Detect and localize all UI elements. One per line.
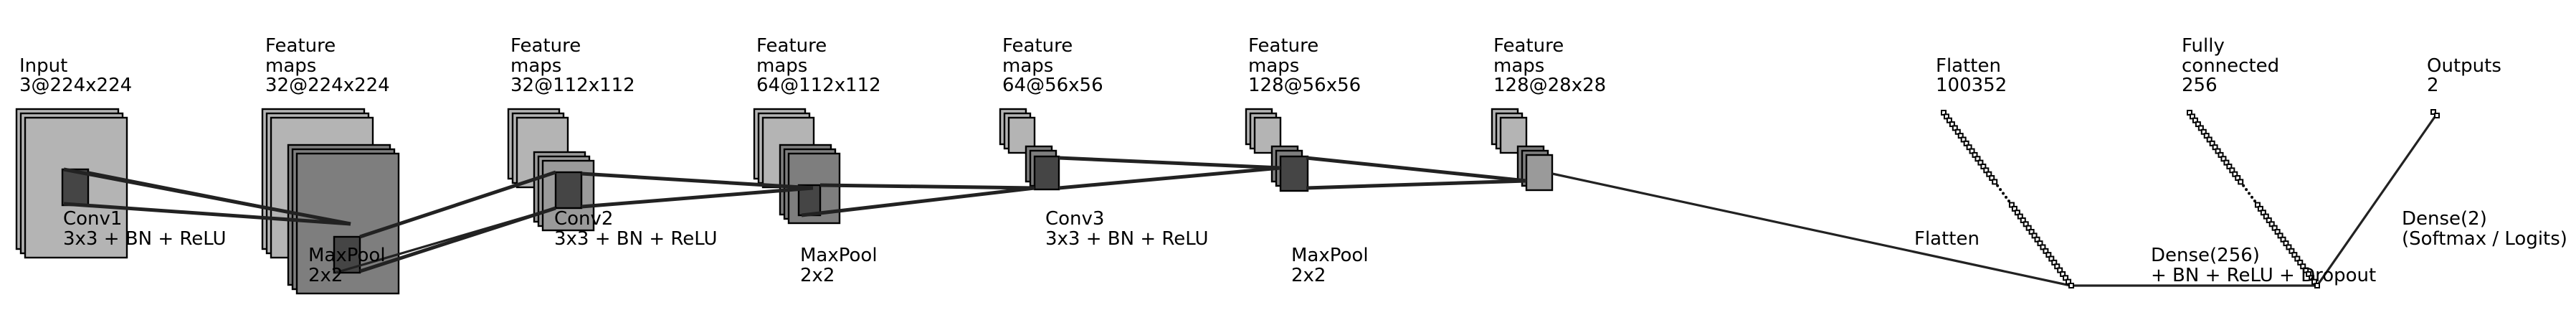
ellipsis-dot (2251, 195, 2254, 199)
op-pool1-detail: 2x2 (308, 265, 343, 286)
layer-shape-fm2: 32@112x112 (510, 75, 635, 96)
kernel-connections (63, 156, 1527, 274)
connection-line (581, 172, 814, 190)
layer-shape-fc: 256 (2182, 75, 2218, 96)
dense-connections (1551, 114, 2438, 287)
layer-shape-fm5: 128@56x56 (1248, 75, 1361, 96)
connection-line (335, 207, 556, 274)
layer-headers: Input 3@224x224 Feature maps 32@224x224 … (19, 35, 2501, 96)
neuron (2314, 283, 2320, 288)
fm4-stack (999, 108, 1060, 191)
op-conv2-detail: 3x3 + BN + ReLU (554, 228, 718, 250)
ellipsis-dot (2248, 192, 2251, 195)
layer-title-outputs: Outputs (2427, 55, 2501, 77)
fm5-map (1253, 116, 1282, 154)
input-stack (15, 108, 128, 259)
op-pool1-name: MaxPool (308, 245, 386, 266)
ellipsis-dot (1996, 184, 2000, 187)
layer-shape-input: 3@224x224 (19, 75, 132, 96)
conv1-kernel (61, 168, 90, 207)
op-pool3-name: MaxPool (1291, 245, 1369, 266)
layer-title-fm3-line1: Feature (756, 35, 827, 57)
layer-shape-fm4: 64@56x56 (1002, 75, 1103, 96)
flatten-neuron-column (1941, 110, 2074, 288)
fm3-stack (753, 108, 841, 225)
layer-title-input: Input (19, 55, 67, 77)
fm6-map (1525, 154, 1554, 192)
layer-shape-flatten: 100352 (1936, 75, 2007, 96)
connection-line (1306, 156, 1527, 183)
connection-line (2316, 114, 2438, 286)
neuron (2434, 113, 2440, 118)
layer-title-fc-line2: connected (2182, 55, 2279, 77)
connection-line (63, 202, 351, 226)
layer-title-fm2-line1: Feature (510, 35, 581, 57)
conv3-kernel (1033, 155, 1060, 191)
ellipsis-dot (2253, 199, 2256, 203)
layer-title-fm1-line1: Feature (265, 35, 336, 57)
fm6-stack (1491, 108, 1554, 192)
layer-shape-fm6: 128@28x28 (1493, 75, 1606, 96)
ellipsis-dot (2007, 199, 2010, 203)
ellipsis-dot (1999, 188, 2002, 192)
layer-title-fm2-line2: maps (510, 55, 561, 77)
connection-line (801, 186, 1035, 217)
conv2-kernel (554, 171, 583, 210)
op-pool2-name: MaxPool (800, 245, 878, 266)
neuron (1992, 179, 1998, 185)
layer-title-fm4-line2: maps (1002, 55, 1053, 77)
connection-line (581, 186, 814, 209)
layer-shape-outputs: 2 (2427, 75, 2439, 96)
neuron (2068, 283, 2074, 288)
connection-line (1058, 156, 1281, 170)
layer-title-fm4-line1: Feature (1002, 35, 1073, 57)
op-conv3-name: Conv3 (1045, 208, 1104, 230)
op-conv1-detail: 3x3 + BN + ReLU (63, 228, 227, 250)
op-flatten-name: Flatten (1914, 228, 1979, 250)
connection-line (87, 171, 351, 225)
op-dense2-name: Dense(2) (2402, 208, 2487, 230)
fm2-stack (507, 108, 595, 232)
ellipsis-dot (2245, 188, 2248, 192)
layer-title-fm6-line1: Feature (1493, 35, 1564, 57)
layer-title-fm1-line2: maps (265, 55, 316, 77)
layer-title-fm3-line2: maps (756, 55, 807, 77)
layer-shape-fm3: 64@112x112 (756, 75, 881, 96)
output-neurons (2430, 109, 2440, 118)
layer-title-fm5-line2: maps (1248, 55, 1299, 77)
op-dense1-name: Dense(256) (2151, 245, 2260, 266)
op-dense1-detail: + BN + ReLU + Dropout (2151, 265, 2376, 286)
ellipsis-dot (2002, 192, 2005, 195)
operation-labels: Conv1 3x3 + BN + ReLU MaxPool 2x2 Conv2 … (63, 208, 2567, 286)
layer-title-fm5-line1: Feature (1248, 35, 1318, 57)
ellipsis-dot (2242, 184, 2245, 187)
connection-line (819, 183, 1035, 190)
fm5-stack (1245, 108, 1309, 192)
connection-line (1551, 172, 2071, 287)
layer-title-fc-line1: Fully (2182, 35, 2225, 57)
layer-title-flatten: Flatten (1936, 55, 2001, 77)
pool1-kernel (333, 235, 361, 274)
connection-line (1306, 179, 1527, 190)
op-pool2-detail: 2x2 (800, 265, 835, 286)
pool3-kernel (1279, 155, 1309, 192)
layer-shape-fm1: 32@224x224 (265, 75, 390, 96)
connection-line (1058, 166, 1281, 190)
neuron (2430, 109, 2436, 115)
op-conv1-name: Conv1 (63, 208, 122, 230)
fc-neuron-column (2187, 110, 2320, 288)
op-dense2-detail: (Softmax / Logits) (2402, 228, 2567, 250)
neuron (2238, 179, 2244, 185)
op-conv3-detail: 3x3 + BN + ReLU (1045, 228, 1209, 250)
layer-title-fm6-line2: maps (1493, 55, 1544, 77)
ellipsis-dot (2005, 195, 2008, 199)
op-pool3-detail: 2x2 (1291, 265, 1326, 286)
connection-line (359, 170, 556, 239)
op-conv2-name: Conv2 (554, 208, 613, 230)
